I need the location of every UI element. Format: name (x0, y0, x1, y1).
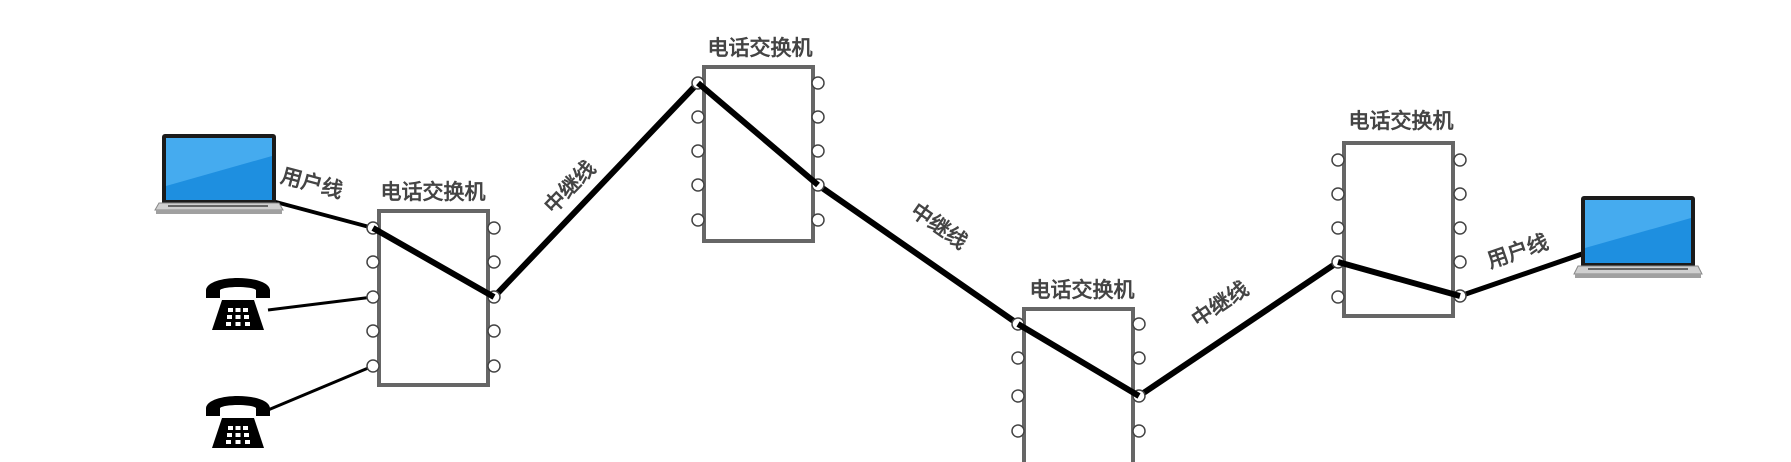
switch-title: 电话交换机 (381, 180, 486, 204)
telephone-icon (206, 278, 270, 330)
switch-ports (1331, 153, 1467, 304)
trunk-line-2 (816, 182, 1020, 327)
user-line-right (1459, 251, 1583, 299)
switch-title: 电话交换机 (1030, 278, 1135, 302)
user-line-left (271, 199, 374, 230)
laptop-icon (1573, 196, 1703, 278)
telephone-switch-1: 电话交换机 (366, 180, 501, 387)
connection-lines (267, 80, 1583, 412)
switch-3-connection (1016, 321, 1141, 399)
user-line-left-label: 用户线 (278, 163, 345, 202)
telephone-switch-4: 电话交换机 (1331, 109, 1467, 318)
telephone-switch-2: 电话交换机 (691, 36, 825, 243)
switch-title: 电话交换机 (1349, 109, 1454, 133)
telephone-icon (206, 396, 270, 448)
phone-line-1 (267, 295, 374, 312)
phone-line-2 (267, 364, 374, 412)
switch-4-connection (1337, 259, 1461, 299)
switch-ports (691, 76, 825, 227)
laptop-icon (154, 134, 284, 214)
trunk-line-1-label: 中继线 (539, 156, 600, 218)
switch-ports (366, 221, 501, 373)
trunk-line-3 (1137, 259, 1340, 399)
telephone-switch-3: 电话交换机 (1011, 278, 1146, 462)
trunk-line-1 (491, 80, 701, 300)
switch-2-connection (696, 80, 820, 188)
switch-title: 电话交换机 (708, 36, 813, 60)
trunk-line-2-label: 中继线 (906, 198, 971, 254)
switch-1-connection (371, 225, 496, 300)
